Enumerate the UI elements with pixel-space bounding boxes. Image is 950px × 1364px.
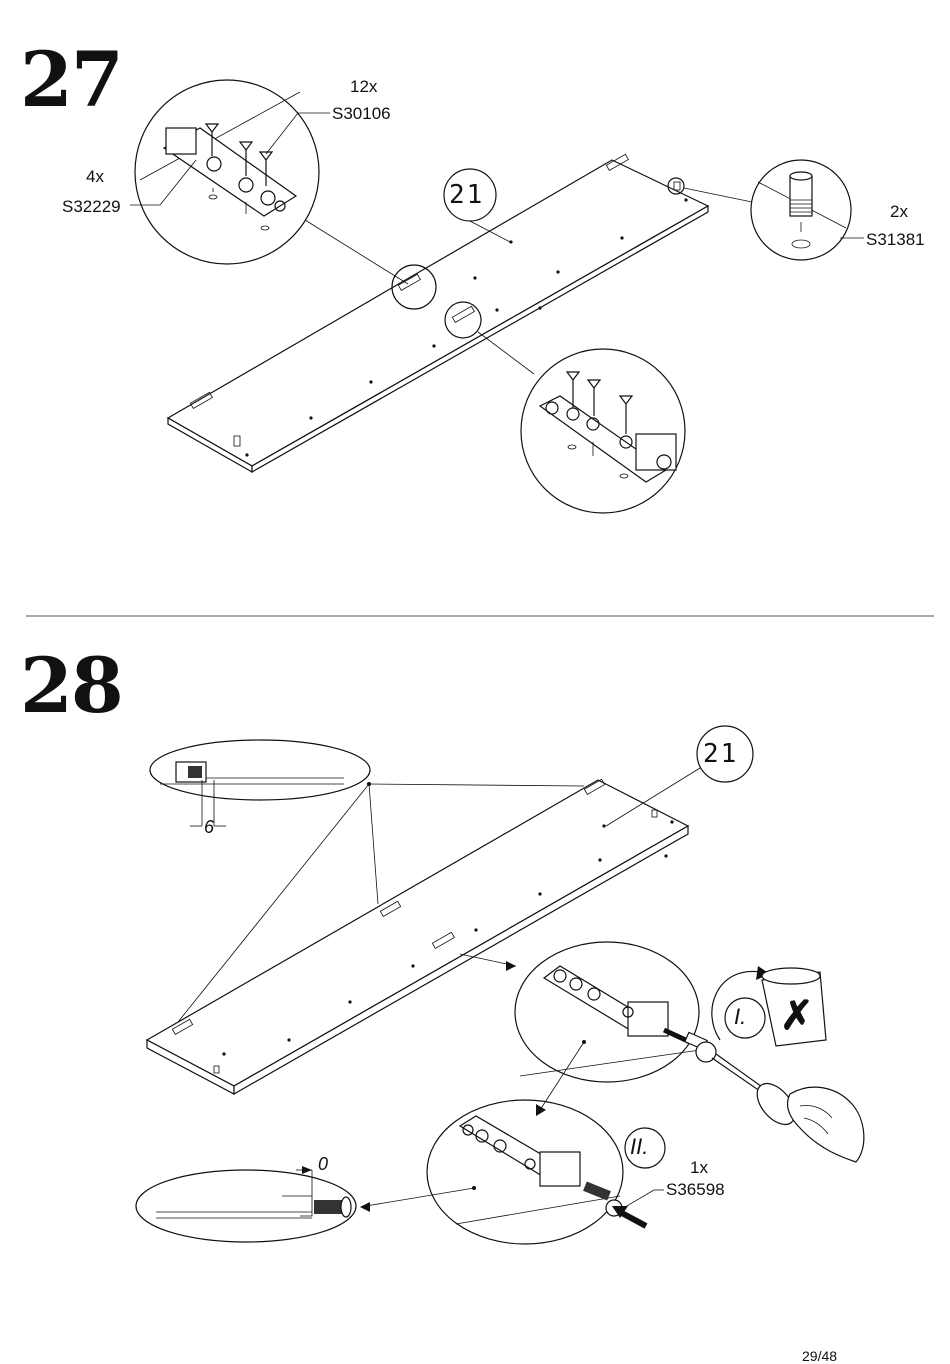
step-number-27: 27 [20,35,124,124]
page-number: 29/48 [802,1348,838,1364]
screwdriver-hand [756,1082,865,1163]
reject-mark: ✗ [780,994,814,1038]
callout-code-s32229: S32229 [62,197,121,216]
callout-qty-s32229: 4x [86,167,104,186]
panel-21-step28 [145,778,690,1096]
substep-circle-1 [724,997,766,1039]
detail-oval-dimension-6 [149,739,371,827]
callout-qty-s30106: 12x [350,77,378,96]
callout-qty-s36598: 1x [690,1158,708,1177]
callout-code-s36598: S36598 [666,1180,725,1199]
step-number-28: 28 [20,641,124,730]
detail-oval-screw-insert [426,1099,624,1245]
part-number-21-step28: 21 [703,739,739,769]
substep-label-2: II. [630,1134,649,1159]
callout-qty-s31381: 2x [890,202,908,221]
detail-oval-hinge-remove [514,941,701,1083]
panel-21-step27 [166,153,710,474]
detail-circle-hinge-right [520,348,686,514]
part-number-21-step27: 21 [449,180,485,210]
substep-circle-2 [624,1127,666,1169]
screw-removal [662,1027,773,1099]
detail-circle-dowel [750,159,852,261]
detail-circle-hinge-left [134,79,320,265]
callout-code-s31381: S31381 [866,230,925,249]
part-circle-21-step28 [696,725,754,783]
dimension-0: 0 [318,1154,329,1174]
detail-oval-dimension-0 [135,1166,357,1243]
discard-bin [761,967,827,1047]
callout-code-s30106: S30106 [332,104,391,123]
dimension-6: 6 [204,817,215,837]
substep-label-1: I. [734,1004,747,1029]
